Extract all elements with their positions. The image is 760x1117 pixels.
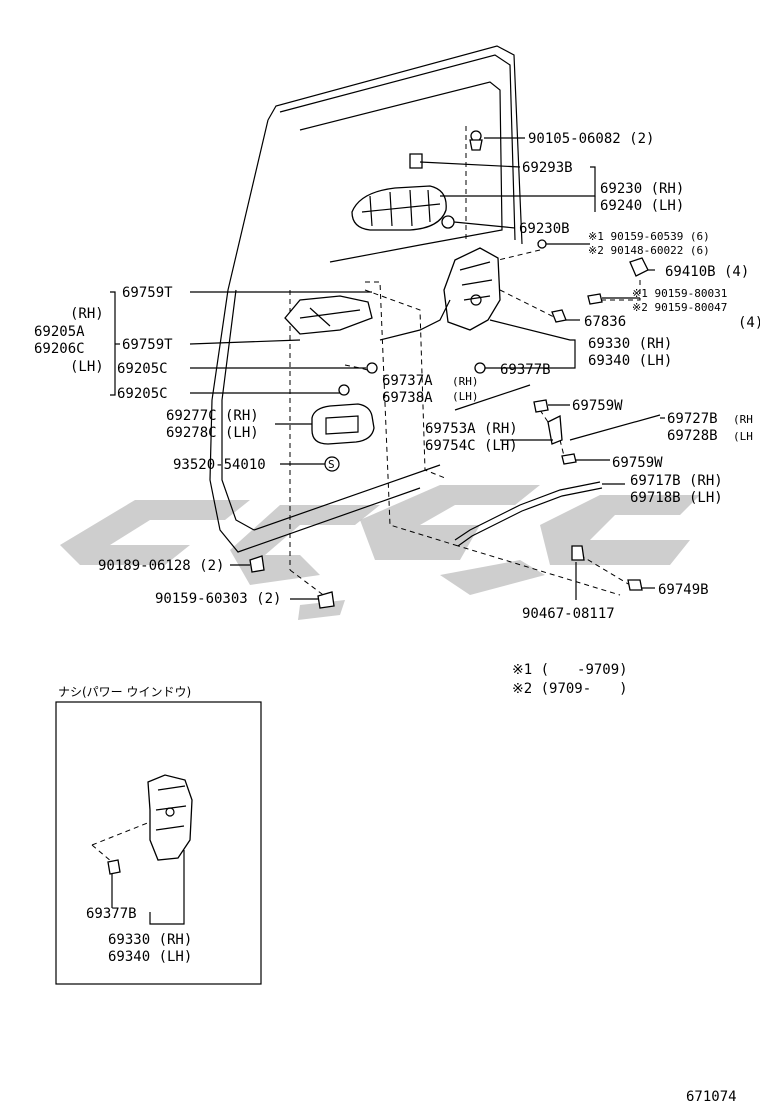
- label-90105: 90105-06082 (2): [528, 131, 654, 147]
- label-90189: 90189-06128 (2): [98, 558, 224, 574]
- label-90159-80047: ※2 90159-80047: [632, 301, 727, 314]
- inset-label-69340: 69340 (LH): [108, 949, 192, 965]
- label-69718b: 69718B (LH): [630, 490, 723, 506]
- label-69759t-1: 69759T: [122, 285, 173, 301]
- label-90159-80031: ※1 90159-80031: [632, 287, 727, 300]
- label-69205c-2: 69205C: [117, 386, 168, 402]
- outside-handle: [351, 185, 447, 231]
- label-rh-right: (RH: [733, 413, 753, 426]
- label-lh-right: (LH: [733, 430, 753, 443]
- label-69738a: 69738A: [382, 390, 433, 406]
- label-69737a: 69737A: [382, 373, 433, 389]
- door-panel: [209, 45, 523, 553]
- label-90159-60539: ※1 90159-60539 (6): [588, 230, 710, 243]
- door-lock: [443, 247, 501, 331]
- inset-title: ナシ(パワー ウインドウ): [58, 685, 191, 699]
- inside-handle: [284, 295, 373, 335]
- label-69749b: 69749B: [658, 582, 709, 598]
- small-clips: [249, 130, 649, 609]
- label-69293b: 69293B: [522, 160, 573, 176]
- label-90148-60022: ※2 90148-60022 (6): [588, 244, 710, 257]
- label-69205a: 69205A: [34, 324, 85, 340]
- leader-lines: [110, 137, 665, 600]
- label-90467: 90467-08117: [522, 606, 615, 622]
- label-69340: 69340 (LH): [588, 353, 672, 369]
- figure-number: 671074: [686, 1089, 737, 1105]
- note-1: ※1 ( -9709): [512, 662, 628, 678]
- label-69410b: 69410B (4): [665, 264, 749, 280]
- label-69205c-1: 69205C: [117, 361, 168, 377]
- label-69377b: 69377B: [500, 362, 551, 378]
- door-pull-handle: [311, 403, 375, 445]
- label-69240: 69240 (LH): [600, 198, 684, 214]
- label-qty-4: (4): [738, 315, 760, 331]
- label-69717b: 69717B (RH): [630, 473, 723, 489]
- label-rh: (RH): [70, 306, 104, 322]
- label-69759t-2: 69759T: [122, 337, 173, 353]
- label-90159-60303: 90159-60303 (2): [155, 591, 281, 607]
- inset-label-69377b: 69377B: [86, 906, 137, 922]
- inset-label-69330: 69330 (RH): [108, 932, 192, 948]
- label-69206c: 69206C: [34, 341, 85, 357]
- label-69759w-2: 69759W: [612, 455, 663, 471]
- label-69230: 69230 (RH): [600, 181, 684, 197]
- label-69753a: 69753A (RH): [425, 421, 518, 437]
- dashed-guides: [289, 126, 641, 601]
- label-lh: (LH): [70, 359, 104, 375]
- label-69727b: 69727B: [667, 411, 718, 427]
- label-s-mark: S: [328, 458, 335, 471]
- label-rh-small: (RH): [452, 375, 479, 388]
- label-69728b: 69728B: [667, 428, 718, 444]
- label-lh-small: (LH): [452, 390, 479, 403]
- label-69759w-1: 69759W: [572, 398, 623, 414]
- note-2: ※2 (9709- ): [512, 681, 628, 697]
- label-69330: 69330 (RH): [588, 336, 672, 352]
- label-69278c: 69278C (LH): [166, 425, 259, 441]
- label-69754c: 69754C (LH): [425, 438, 518, 454]
- label-67836: 67836: [584, 314, 626, 330]
- label-93520: 93520-54010: [173, 457, 266, 473]
- inset-non-power-window: ナシ(パワー ウインドウ) 69377B 69330 (RH) 69340 (L…: [55, 685, 262, 985]
- label-69230b: 69230B: [519, 221, 570, 237]
- rods-and-cables: [379, 299, 661, 547]
- part-labels: 90105-06082 (2) 69293B 69230 (RH) 69240 …: [34, 131, 760, 697]
- label-69277c: 69277C (RH): [166, 408, 259, 424]
